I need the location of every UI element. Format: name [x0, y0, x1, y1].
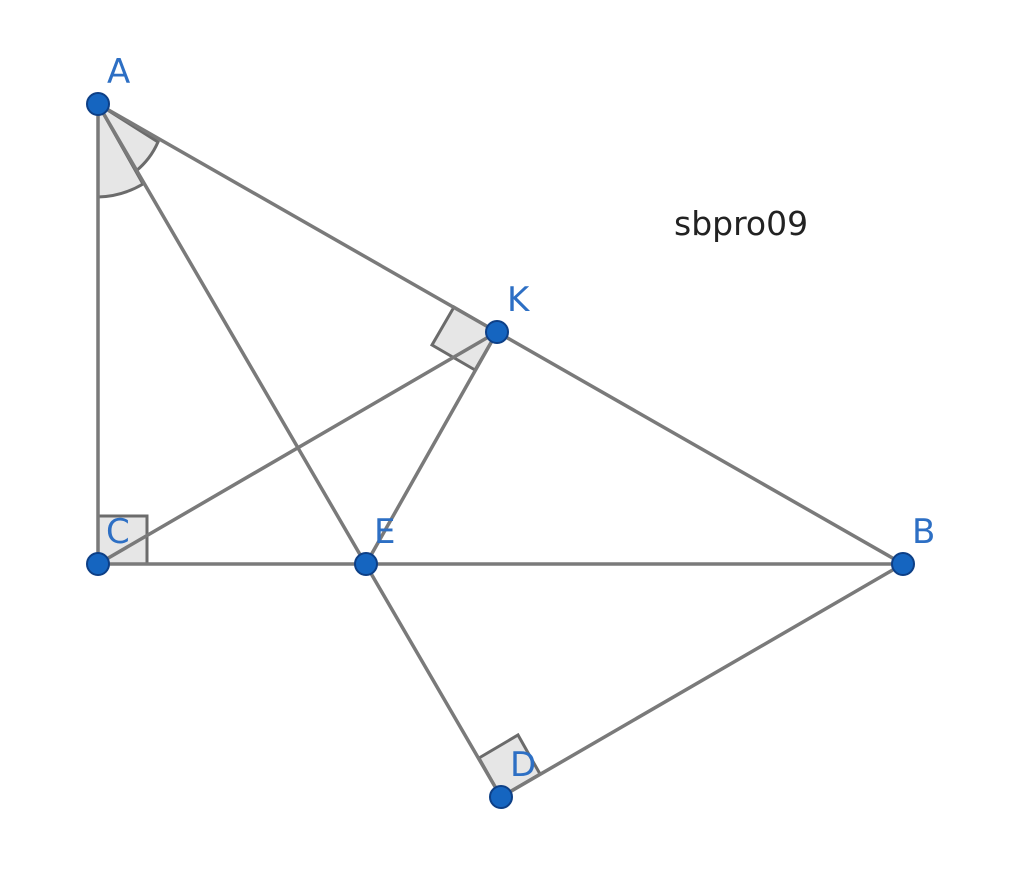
- label-b: B: [912, 512, 935, 552]
- point-d[interactable]: [489, 785, 513, 809]
- label-e: E: [374, 512, 395, 552]
- point-e[interactable]: [354, 552, 378, 576]
- label-d: D: [510, 745, 536, 785]
- segment-ck: [96, 330, 499, 566]
- segment-ke: [364, 330, 499, 566]
- figure-caption: sbpro09: [674, 204, 808, 243]
- point-labels: A K C E B D: [106, 52, 935, 785]
- angle-marks: [96, 98, 543, 800]
- label-k: K: [507, 280, 531, 320]
- point-b[interactable]: [891, 552, 915, 576]
- point-k[interactable]: [485, 320, 509, 344]
- label-c: C: [106, 512, 130, 552]
- label-a: A: [107, 52, 130, 92]
- segment-ad: [96, 102, 503, 799]
- point-c[interactable]: [86, 552, 110, 576]
- point-a[interactable]: [86, 92, 110, 116]
- points: [86, 92, 915, 809]
- segment-db: [499, 562, 905, 799]
